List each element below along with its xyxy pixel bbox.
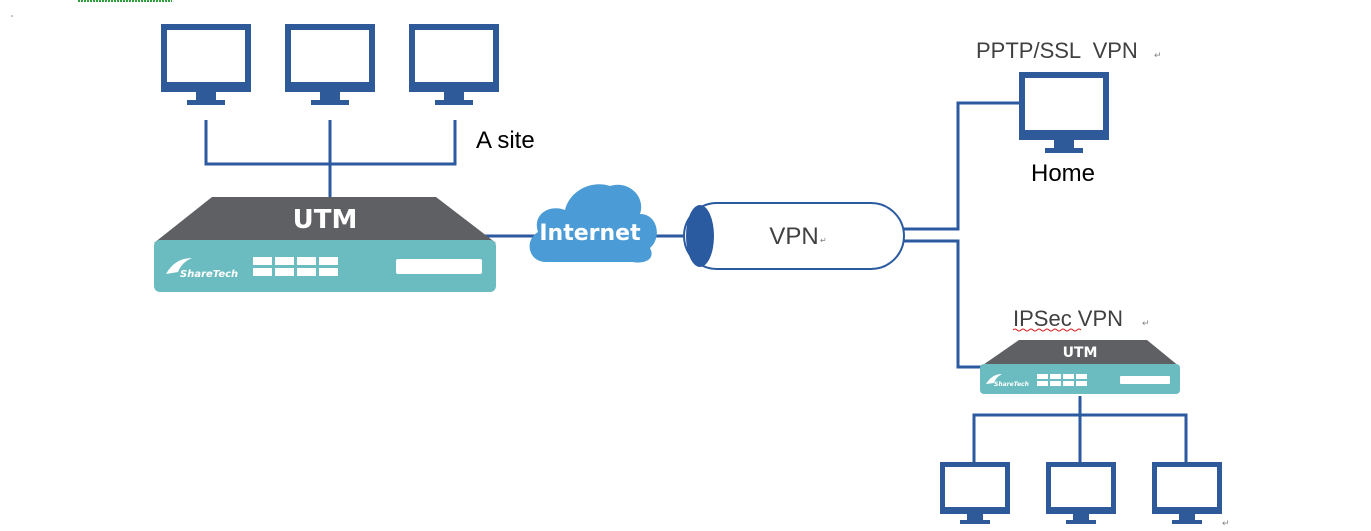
tunnel-to-remote-utm-line xyxy=(904,239,986,369)
internet-label: Internet xyxy=(539,221,641,246)
return-mark: ↵ xyxy=(1154,51,1162,61)
site-a-label: A site xyxy=(476,127,535,154)
vpn-tunnel-icon xyxy=(683,202,905,270)
utm-display-slot xyxy=(396,259,482,274)
ipsec-vpn-label: IPSec VPN xyxy=(1013,306,1123,331)
tunnel-cap-inner xyxy=(694,209,712,263)
remote-bus-line xyxy=(972,413,1188,462)
utm-title: UTM xyxy=(293,205,358,235)
internet-cloud: Internet xyxy=(529,184,657,263)
monitor-icon xyxy=(1046,462,1116,524)
monitor-icon xyxy=(161,24,251,105)
monitor-icon xyxy=(285,24,375,105)
monitor-icon xyxy=(409,24,499,105)
monitor-icon xyxy=(1019,72,1109,153)
tunnel-to-home-line xyxy=(904,101,1020,231)
spellcheck-squiggle xyxy=(1012,328,1082,332)
monitor-icon xyxy=(940,462,1010,524)
connection-lines xyxy=(204,101,1188,462)
utm-front-face xyxy=(154,240,496,292)
utm-port-block xyxy=(1037,374,1087,386)
home-label: Home xyxy=(1031,160,1095,187)
return-mark: ↵ xyxy=(1142,319,1150,329)
site-a-monitors xyxy=(161,24,499,105)
pptp-ssl-vpn-label: PPTP/SSL VPN xyxy=(976,38,1138,63)
tunnel-label: VPN xyxy=(769,223,818,250)
return-mark: ↵ xyxy=(1222,519,1230,529)
sharetech-swoosh-icon xyxy=(986,374,1002,384)
remote-utm-appliance: UTM ShareTech xyxy=(980,340,1180,394)
return-mark: ↵ xyxy=(820,236,827,245)
monitor-icon xyxy=(1152,462,1222,524)
vpn-tunnel: VPN ↵ xyxy=(683,202,905,270)
main-utm-appliance: UTM ShareTech xyxy=(154,197,496,292)
utm-top-face xyxy=(154,197,496,243)
utm-port-block xyxy=(253,257,338,276)
sharetech-swoosh-icon xyxy=(166,258,192,274)
cloud-icon xyxy=(529,184,657,263)
utm-top-face xyxy=(980,340,1180,367)
remote-site-monitors xyxy=(940,462,1222,524)
dot-artifact xyxy=(11,15,13,17)
sharetech-logo-text: ShareTech xyxy=(994,381,1029,388)
utm-title: UTM xyxy=(1063,345,1098,361)
utm-display-slot xyxy=(1120,376,1170,384)
sharetech-logo-text: ShareTech xyxy=(180,269,238,280)
home-monitor xyxy=(1019,72,1109,153)
